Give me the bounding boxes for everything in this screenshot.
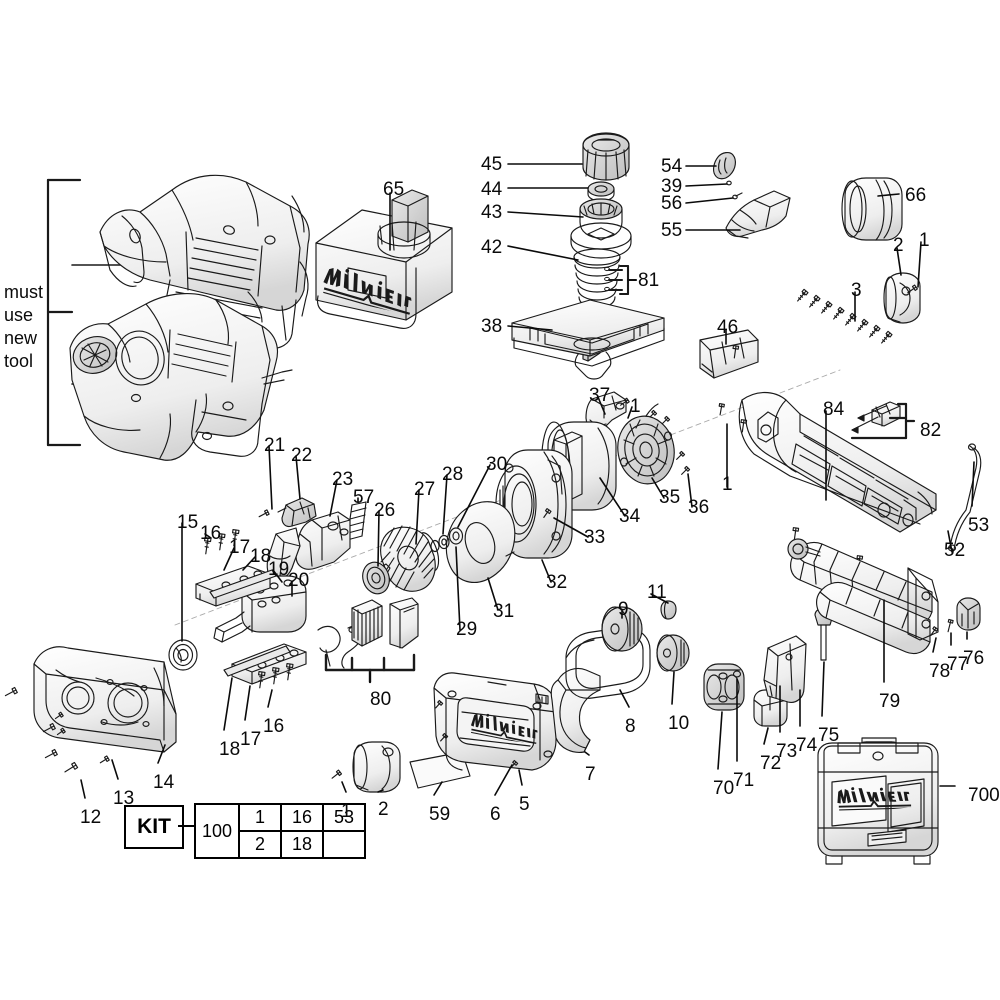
callout-1-screw: 1	[341, 801, 352, 822]
callout-20-nut: 20	[288, 570, 310, 591]
callout-13-screw: 13	[113, 788, 135, 809]
kit-number: 100	[194, 803, 240, 859]
callout-11-key: 11	[647, 582, 667, 603]
callout-1-screw: 1	[919, 230, 930, 251]
cover-brand-logo	[469, 710, 542, 745]
callout-33-screw: 33	[584, 527, 606, 548]
kit-table: 100 1 16 53 2 18	[194, 803, 366, 859]
kit-cell-r1c0: 2	[238, 830, 282, 859]
callout-26-bearing: 26	[374, 500, 396, 521]
callout-27-armature: 27	[414, 479, 436, 500]
table-row: 2 18	[195, 830, 366, 859]
case-brand-logo	[835, 779, 914, 815]
callout-54-clip: 54	[661, 156, 683, 177]
callout-37-switch-lever: 37	[589, 385, 611, 406]
callout-70-chain-adapter: 70	[713, 778, 735, 799]
callout-22-lock-lever: 22	[291, 445, 313, 466]
callout-43-depth-adjust-housing: 43	[481, 202, 503, 223]
callout-42-spring: 42	[481, 237, 503, 258]
callout-36-screw: 36	[688, 497, 710, 518]
kit-cell-r1c2	[322, 831, 366, 859]
callout-6-belt-cover: 6	[490, 804, 501, 825]
kit-connector-line	[178, 825, 196, 827]
callout-84-base-plate: 84	[823, 399, 845, 420]
callout-80-brush-kit: 80	[370, 689, 392, 710]
callout-38-front-shoe: 38	[481, 316, 503, 337]
callout-8-drive-belt: 8	[625, 716, 636, 737]
callout-76-knob: 76	[963, 648, 985, 669]
callout-72-bracket: 72	[760, 753, 782, 774]
kit-box: KIT	[124, 805, 184, 849]
callout-28-spacer: 28	[442, 464, 464, 485]
callout-17-blade-clamp: 17	[240, 729, 262, 750]
callout-59-label: 59	[429, 804, 451, 825]
callout-77-pin: 77	[947, 654, 969, 675]
kit-cell-r0c1: 16	[280, 803, 324, 832]
callout-32-gear-housing: 32	[546, 572, 568, 593]
callout-16-screw: 16	[200, 523, 222, 544]
callout-52-rod: 52	[944, 540, 966, 561]
kit-cell-r0c0: 1	[238, 803, 282, 832]
callout-3-screws: 3	[851, 280, 862, 301]
callout-16-screw: 16	[263, 716, 285, 737]
kit-cell-r1c1: 18	[280, 830, 324, 859]
callout-30-washer: 30	[486, 454, 508, 475]
callout-56-screw: 56	[661, 193, 683, 214]
callout-74-guide-plate: 74	[796, 735, 818, 756]
callout-10-pulley: 10	[668, 713, 690, 734]
callout-57-spring: 57	[353, 487, 375, 508]
callout-34-motor-can: 34	[619, 506, 641, 527]
callout-12-screw: 12	[80, 807, 102, 828]
callout-78-screw: 78	[929, 661, 951, 682]
callout-53-guide-rod: 53	[968, 515, 990, 536]
callout-65-battery-pack: 65	[383, 179, 405, 200]
callout-44-washer: 44	[481, 179, 503, 200]
callout-18-blade: 18	[250, 546, 272, 567]
callout-19-cutter-drum: 19	[268, 559, 290, 580]
callout-66-dust-adapter: 66	[905, 185, 927, 206]
callout-46-belt-cover-clip: 46	[717, 317, 739, 338]
callout-15-bearing: 15	[177, 512, 199, 533]
callout-82-wrench-kit: 82	[920, 420, 942, 441]
callout-31-fan-baffle: 31	[493, 601, 515, 622]
callout-2-collar: 2	[378, 799, 389, 820]
must-use-new-tool-note: must use new tool	[4, 282, 44, 372]
callout-1-screw: 1	[630, 396, 641, 417]
callout-71-pin: 71	[733, 770, 755, 791]
table-row: 100 1 16 53	[194, 803, 366, 859]
kit-cell-r0c2: 53	[322, 803, 366, 832]
callout-5-screw: 5	[519, 794, 530, 815]
callout-73-washer: 73	[776, 741, 798, 762]
callout-2-collar: 2	[893, 235, 904, 256]
callout-39-pin: 39	[661, 176, 683, 197]
callout-23-switch: 23	[332, 469, 354, 490]
callout-75-bolt: 75	[818, 725, 840, 746]
callout-21-screw: 21	[264, 435, 286, 456]
callout-17-blade-clamp: 17	[229, 537, 251, 558]
callout-45-knob: 45	[481, 154, 503, 175]
callout-29-bearing: 29	[456, 619, 478, 640]
callout-7-belt-guard: 7	[585, 764, 596, 785]
callout-35-stator-field: 35	[659, 487, 681, 508]
callout-18-blade: 18	[219, 739, 241, 760]
callout-14-front-housing: 14	[153, 772, 175, 793]
battery-brand-logo	[320, 262, 421, 316]
callout-79-rabbet-guide: 79	[879, 691, 901, 712]
callout-81-screw-kit: 81	[638, 270, 660, 291]
callout-700-carrying-case: 700	[968, 785, 1000, 806]
callout-9-pulley: 9	[618, 599, 629, 620]
callout-55-dust-chute: 55	[661, 220, 683, 241]
callout-1-screw: 1	[722, 474, 733, 495]
